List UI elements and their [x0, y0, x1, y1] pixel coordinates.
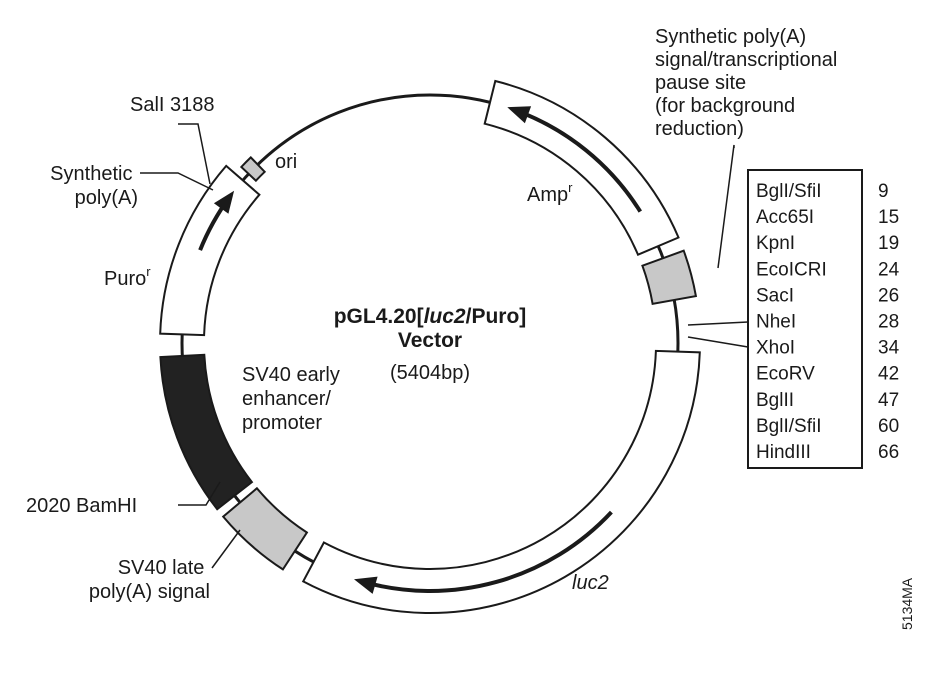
pause-site-segment — [641, 249, 698, 305]
puro-label: Puror — [104, 264, 151, 290]
vector-name: pGL4.20[luc2/Puro] — [334, 305, 527, 328]
sv40-promoter-label: SV40 early enhancer/ promoter — [242, 364, 345, 434]
luc2-arrow-shaft — [361, 510, 613, 593]
mcs-site-position: 66 — [878, 442, 899, 463]
luc2-arrow-head — [354, 576, 378, 594]
mcs-site-position: 9 — [878, 181, 889, 202]
vector-size: (5404bp) — [390, 362, 470, 384]
mcs-site-position: 42 — [878, 364, 899, 385]
bamhi-leader — [178, 481, 221, 506]
puro-segment — [159, 164, 261, 337]
mcs-site-name: Acc65I — [756, 207, 814, 228]
puro-arrow-head — [213, 190, 235, 214]
mcs-site-name: BglI/SfiI — [756, 416, 821, 437]
mcs-site-position: 47 — [878, 390, 899, 411]
mcs-site-position: 19 — [878, 233, 899, 254]
mcs-box — [747, 169, 863, 469]
sv40-late-polya-label: SV40 late poly(A) signal — [89, 557, 210, 603]
sv40-late-polya-segment — [221, 486, 309, 571]
vector-subtitle: Vector — [398, 329, 462, 352]
amp-arrow-shaft — [514, 108, 642, 213]
pause-site-leader — [717, 144, 735, 269]
pause-site-label: Synthetic poly(A) signal/transcriptional… — [655, 26, 843, 140]
mcs-site-position: 28 — [878, 312, 899, 333]
synthetic-polya-left-leader — [140, 172, 214, 191]
luc2-segment — [301, 349, 701, 614]
mcs-site-name: BglI/SfiI — [756, 181, 821, 202]
mcs-site-name: EcoRV — [756, 364, 815, 385]
mcs-site-position: 15 — [878, 207, 899, 228]
sali-leader — [178, 123, 211, 185]
mcs-site-position: 26 — [878, 285, 899, 306]
feature-segments — [159, 79, 701, 614]
leader-lines — [140, 123, 749, 569]
bamhi-label: 2020 BamHI — [26, 495, 137, 517]
mcs-site-position: 60 — [878, 416, 899, 437]
mcs-leader-bottom — [687, 336, 749, 348]
amp-segment — [483, 79, 680, 257]
sali-label: SalI 3188 — [130, 94, 215, 116]
mcs-site-position: 34 — [878, 338, 900, 359]
mcs-site-name: XhoI — [756, 338, 795, 359]
direction-arrows — [198, 106, 642, 594]
mcs-site-name: HindIII — [756, 442, 811, 463]
figure-code: 5134MA — [899, 577, 915, 630]
luc2-label: luc2 — [572, 572, 609, 594]
mcs-site-position: 24 — [878, 259, 900, 280]
amp-label: Ampr — [527, 180, 573, 206]
ori-label: ori — [275, 151, 297, 173]
mcs-leader-top — [687, 321, 749, 326]
sv40-late-leader — [211, 529, 241, 569]
sv40-promoter-segment — [159, 353, 254, 511]
mcs-site-name: NheI — [756, 312, 796, 333]
mcs-site-name: EcoICRI — [756, 259, 827, 280]
mcs-site-name: SacI — [756, 285, 794, 306]
mcs-site-name: BglII — [756, 390, 794, 411]
synthetic-polya-left-label: Synthetic poly(A) — [50, 163, 138, 209]
mcs-site-name: KpnI — [756, 233, 795, 254]
synthetic-polya-left-segment — [239, 155, 267, 183]
amp-arrow-head — [507, 106, 532, 124]
